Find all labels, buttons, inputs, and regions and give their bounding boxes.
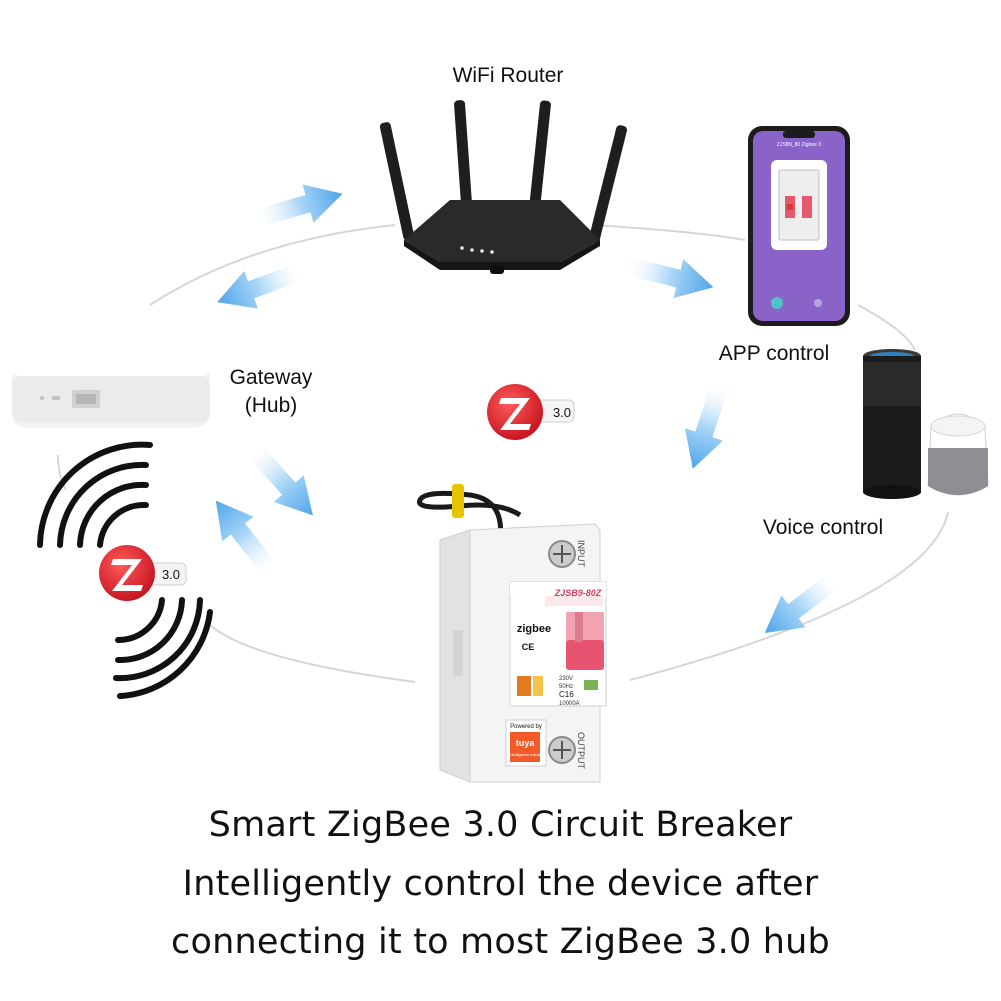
arrow-breaker-to-gateway xyxy=(200,488,286,583)
breaker-output-label: OUTPUT xyxy=(576,732,586,770)
connection-ring xyxy=(57,224,949,683)
arrow-router-to-gateway xyxy=(210,253,307,321)
breaker-ce-mark: CE xyxy=(522,642,535,652)
zigbee-logo-icon xyxy=(99,545,187,601)
router-label: WiFi Router xyxy=(453,64,564,87)
app-control-label: APP control xyxy=(719,342,830,365)
phone-header: ZJSB9_80 Zigbee 3 xyxy=(777,142,821,148)
arrow-gateway-to-breaker xyxy=(239,436,328,529)
wifi-router-icon xyxy=(379,100,628,274)
tuya-subtitle: Intelligence inside xyxy=(509,752,542,757)
zigbee-gateway-icon xyxy=(12,340,210,428)
zigbee-logo-icon xyxy=(487,384,575,440)
arrow-voice-to-breaker xyxy=(752,564,848,649)
breaker-rating: C16 xyxy=(559,690,574,699)
hub-label: (Hub) xyxy=(245,394,298,417)
breaker-voltage: 230V xyxy=(559,676,573,682)
breaker-frequency: 50Hz xyxy=(559,684,573,690)
gateway-label: Gateway xyxy=(230,366,313,389)
smart-speaker-icon xyxy=(863,349,921,499)
caption-title: Smart ZigBee 3.0 Circuit Breaker xyxy=(208,805,793,845)
circuit-breaker-icon xyxy=(417,484,607,783)
arrow-app-to-breaker xyxy=(673,378,740,475)
smartphone-icon: ZJSB9_80 Zigbee 3 xyxy=(748,126,850,326)
tuya-logo-text: tuya xyxy=(516,738,536,748)
voice-control-label: Voice control xyxy=(763,516,883,539)
arrow-gateway-to-router xyxy=(252,174,349,238)
zigbee-version-center: 3.0 xyxy=(553,405,571,420)
breaker-zigbee-text: zigbee xyxy=(517,623,551,635)
google-home-icon xyxy=(927,413,989,496)
caption-line-2: Intelligently control the device after xyxy=(182,864,819,904)
zigbee-version-left: 3.0 xyxy=(162,567,180,582)
signal-waves-icon xyxy=(37,441,213,699)
breaker-model: ZJSB9-80Z xyxy=(554,588,602,598)
breaker-input-label: INPUT xyxy=(576,540,586,568)
breaker-powered-by: Powered by xyxy=(510,724,542,730)
arrow-router-to-app xyxy=(623,246,719,307)
caption-line-3: connecting it to most ZigBee 3.0 hub xyxy=(171,922,830,962)
breaker-breaking-capacity: 10000A xyxy=(559,701,580,707)
